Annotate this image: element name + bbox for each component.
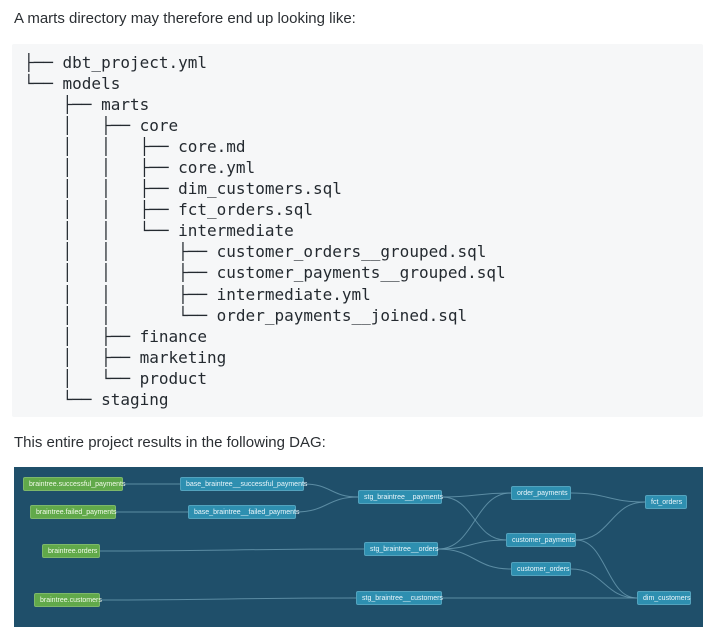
tree-line: │ ├── finance: [24, 326, 208, 346]
tree-line: │ ├── marketing: [24, 347, 227, 367]
tree-line: │ │ └── intermediate: [24, 221, 294, 241]
tree-line: │ └── product: [24, 368, 208, 388]
dag-edge: [570, 492, 646, 503]
tree-line: │ │ └── order_payments__joined.sql: [24, 305, 468, 325]
tree-line: │ │ ├── core.md: [24, 137, 246, 157]
dag-edge: [99, 597, 357, 601]
dag-edge: [575, 501, 646, 541]
dag-edges: [99, 483, 646, 601]
tree-line: │ ├── core: [24, 116, 179, 136]
intro-paragraph: A marts directory may therefore end up l…: [14, 10, 356, 27]
tree-line: │ │ ├── customer_payments__grouped.sql: [24, 263, 506, 283]
dag-node-braintree-successful-payments[interactable]: braintree.successful_payments: [23, 477, 126, 491]
dag-edge: [437, 492, 512, 550]
tree-line: └── models: [24, 74, 121, 94]
dag-node-stg-braintree-orders[interactable]: stg_braintree__orders: [364, 542, 439, 556]
dag-node-stg-braintree-payments[interactable]: stg_braintree__payments: [358, 490, 443, 504]
dag-node-braintree-customers[interactable]: braintree.customers: [34, 593, 102, 607]
dag-node-customer-orders[interactable]: customer_orders: [511, 562, 571, 576]
dag-node-stg-braintree-customers[interactable]: stg_braintree__customers: [356, 591, 443, 605]
dag-edge: [570, 568, 638, 599]
tree-line: ├── dbt_project.yml: [24, 53, 208, 72]
dag-edge: [303, 483, 359, 498]
dag-edge: [437, 539, 507, 550]
tree-line: │ │ ├── dim_customers.sql: [24, 179, 342, 199]
dag-node-base-braintree-failed-payments[interactable]: base_braintree__failed_payments: [188, 505, 299, 519]
dag-node-base-braintree-successful-payments[interactable]: base_braintree__successful_payments: [180, 477, 307, 491]
dag-node-fct-orders[interactable]: fct_orders: [645, 495, 687, 509]
dag-intro-paragraph: This entire project results in the follo…: [14, 434, 326, 451]
dag-node-dim-customers[interactable]: dim_customers: [637, 591, 691, 605]
dag-edge: [441, 496, 507, 541]
dag-node-braintree-orders[interactable]: braintree.orders: [42, 544, 100, 558]
dag-edge: [575, 539, 638, 599]
tree-line: │ │ ├── intermediate.yml: [24, 284, 371, 304]
dag-diagram: braintree.successful_payments braintree.…: [14, 467, 703, 627]
dag-edge: [441, 492, 512, 498]
tree-line: │ │ ├── customer_orders__grouped.sql: [24, 242, 487, 262]
tree-line: ├── marts: [24, 95, 150, 115]
tree-line: │ │ ├── core.yml: [24, 158, 256, 178]
dag-node-customer-payments[interactable]: customer_payments: [506, 533, 576, 547]
dag-node-braintree-failed-payments[interactable]: braintree.failed_payments: [30, 505, 117, 519]
dag-edge: [437, 548, 512, 570]
tree-line: └── staging: [24, 389, 169, 409]
directory-tree-code-block: ├── dbt_project.yml└── models ├── marts …: [12, 44, 703, 417]
tree-line: │ │ ├── fct_orders.sql: [24, 200, 313, 220]
dag-edge: [295, 496, 359, 513]
dag-node-order-payments[interactable]: order_payments: [511, 486, 571, 500]
dag-edge: [99, 548, 365, 552]
directory-tree: ├── dbt_project.yml└── models ├── marts …: [24, 52, 506, 410]
